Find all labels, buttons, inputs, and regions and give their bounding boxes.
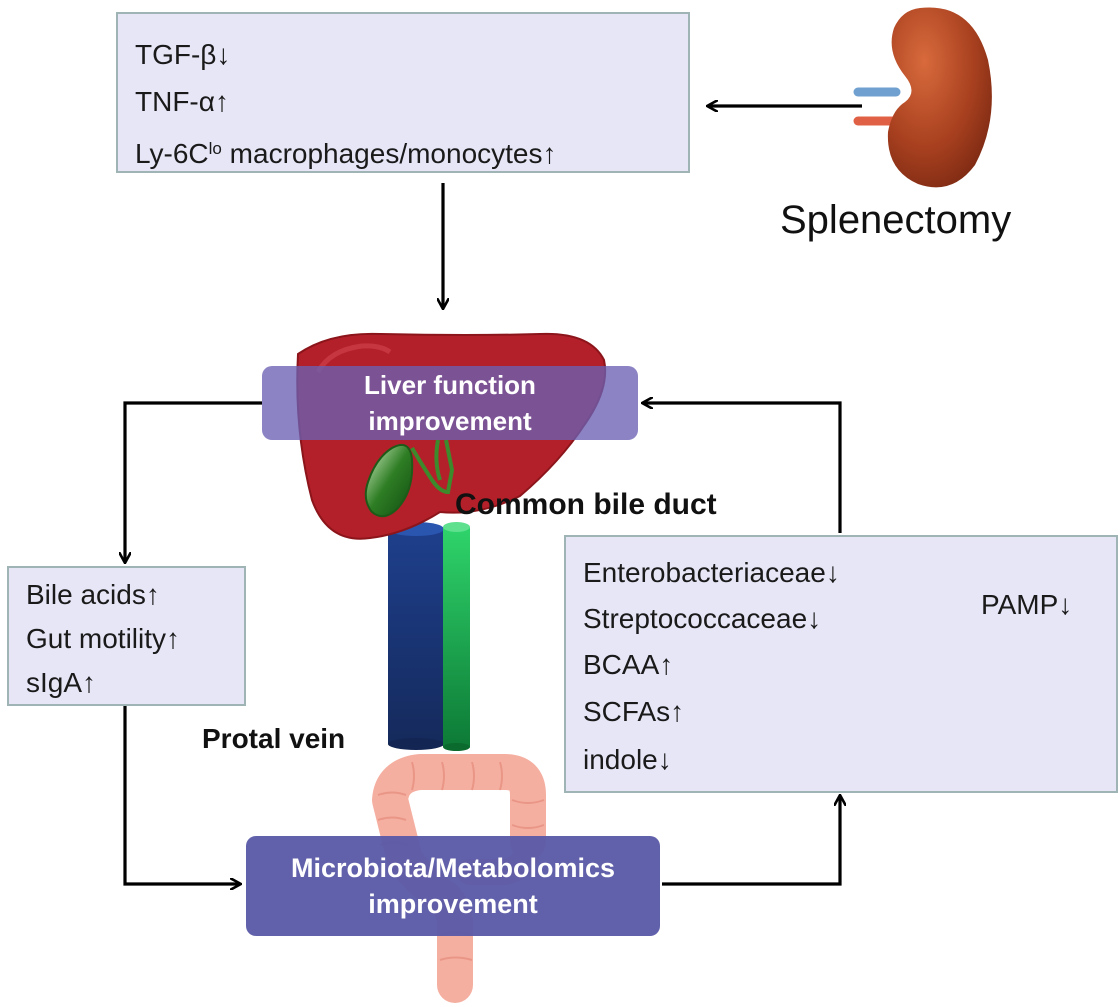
spleen-effects-box: TGF-β↓ TNF-α↑ Ly-6Clo macrophages/monocy…: [116, 12, 690, 173]
tgf-beta-item: TGF-β↓: [135, 39, 231, 70]
microbiota-pill-line2: improvement: [368, 889, 538, 919]
liver-pill-line1: Liver function: [364, 370, 536, 400]
connector-arrows: [125, 106, 862, 884]
portal-vein-cylinder: [388, 522, 444, 750]
tnf-alpha-item: TNF-α↑: [135, 86, 229, 117]
ly6c-item: Ly-6Clo macrophages/monocytes↑: [135, 138, 557, 169]
arrow-microbiota-to-right-box: [662, 796, 840, 886]
microbiota-metabolomics-pill: Microbiota/Metabolomics improvement: [246, 836, 660, 936]
bile-acids-item: Bile acids↑: [26, 579, 160, 610]
gallbladder-illustration: [364, 439, 455, 518]
bile-duct-cylinder: [443, 522, 470, 751]
splenectomy-label: Splenectomy: [780, 198, 1012, 242]
enterobacteriaceae-item: Enterobacteriaceae↓: [583, 557, 840, 588]
scfas-item: SCFAs↑: [583, 696, 685, 727]
liver-function-pill: Liver function improvement: [262, 366, 638, 440]
bile-acids-box: Bile acids↑ Gut motility↑ sIgA↑: [7, 566, 246, 706]
streptococcaceae-item: Streptococcaceae↓: [583, 603, 822, 634]
spleen-illustration: [853, 7, 992, 188]
siga-item: sIgA↑: [26, 667, 97, 698]
bcaa-item: BCAA↑: [583, 649, 674, 680]
arrow-liver-to-left-box: [125, 401, 262, 562]
arrow-right-box-to-liver: [643, 403, 842, 533]
microbiota-pill-line1: Microbiota/Metabolomics: [290, 853, 616, 883]
arrow-left-box-to-microbiota: [123, 706, 240, 884]
gut-motility-item: Gut motility↑: [26, 623, 181, 654]
indole-item: indole↓: [583, 744, 672, 775]
portal-vein-label: Protal vein: [202, 723, 346, 754]
ly6c-superscript: lo: [208, 139, 222, 158]
microbiota-changes-box: Enterobacteriaceae↓ Streptococcaceae↓ BC…: [564, 535, 1118, 793]
liver-pill-line2: improvement: [368, 406, 532, 436]
common-bile-duct-label: Common bile duct: [455, 488, 717, 521]
pamp-label: PAMP↓: [981, 589, 1073, 620]
